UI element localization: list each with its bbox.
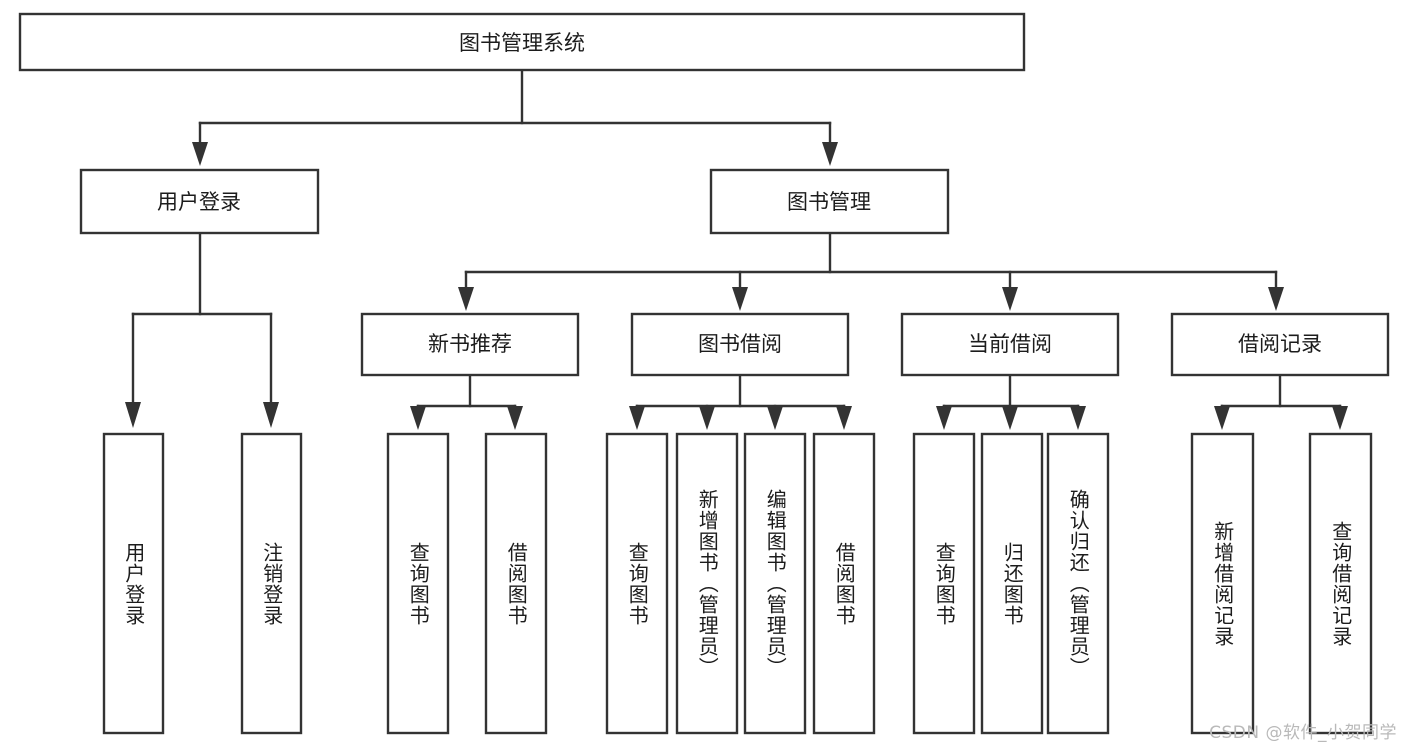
node-leaf-edit-book-box[interactable] [743,432,807,735]
connector-group-root [192,68,838,166]
node-borrow-record-label: 借阅记录 [1238,332,1322,356]
connector-group-user-login [125,231,279,428]
arrow-to-leaf-return-book-icon [1002,406,1018,430]
node-book-borrow-box[interactable] [630,312,850,377]
arrow-to-leaf-user-login-icon [125,402,141,428]
arrow-to-leaf-user-logout-icon [263,402,279,428]
node-leaf-borrow-book-2-box[interactable] [812,432,876,735]
node-leaf-query-record-box[interactable] [1308,432,1373,735]
arrow-to-book-borrow-icon [732,287,748,311]
node-leaf-query-book-3-box[interactable] [912,432,976,735]
connector-group-borrow-record [1214,373,1348,430]
node-leaf-user-logout-box[interactable] [240,432,303,735]
arrow-to-current-borrow-icon [1002,287,1018,311]
arrow-to-user-login-icon [192,142,208,166]
arrow-to-leaf-add-record-icon [1214,406,1230,430]
watermark-text: CSDN @软件_小贺同学 [1209,723,1397,743]
node-current-borrow-label: 当前借阅 [968,332,1052,356]
arrow-to-leaf-edit-book-icon [767,406,783,430]
connector-group-book-management [458,231,1284,311]
node-root-label: 图书管理系统 [459,31,585,55]
node-root-box[interactable] [18,12,1026,72]
connector-group-book-borrow [629,373,852,430]
arrow-to-leaf-query-book-3-icon [936,406,952,430]
node-current-borrow-box[interactable] [900,312,1120,377]
node-book-management-box[interactable] [709,168,950,235]
node-borrow-record-box[interactable] [1170,312,1390,377]
node-book-borrow-label: 图书借阅 [698,332,782,356]
node-user-login-label: 用户登录 [157,190,241,214]
node-leaf-confirm-return-box[interactable] [1046,432,1110,735]
node-leaf-return-book-box[interactable] [980,432,1044,735]
node-leaf-borrow-book-1-box[interactable] [484,432,548,735]
connector-group-current-borrow [936,373,1086,430]
node-leaf-add-record-box[interactable] [1190,432,1255,735]
arrow-to-leaf-borrow-book-1-icon [507,406,523,430]
arrow-to-leaf-query-book-1-icon [410,406,426,430]
arrow-to-leaf-add-book-icon [699,406,715,430]
node-leaf-add-book-box[interactable] [675,432,739,735]
node-new-book-recommend-label: 新书推荐 [428,332,512,356]
arrow-to-leaf-query-record-icon [1332,406,1348,430]
node-user-login-box[interactable] [79,168,320,235]
arrow-to-book-management-icon [822,142,838,166]
node-new-book-recommend-box[interactable] [360,312,580,377]
arrow-to-leaf-borrow-book-2-icon [836,406,852,430]
arrow-to-new-book-recommend-icon [458,287,474,311]
connector-group-new-book-recommend [410,373,523,430]
arrow-to-leaf-query-book-2-icon [629,406,645,430]
node-leaf-user-login-box[interactable] [102,432,165,735]
arrow-to-borrow-record-icon [1268,287,1284,311]
node-leaf-query-book-2-box[interactable] [605,432,669,735]
node-book-management-label: 图书管理 [787,190,871,214]
arrow-to-leaf-confirm-return-icon [1070,406,1086,430]
node-leaf-query-book-1-box[interactable] [386,432,450,735]
